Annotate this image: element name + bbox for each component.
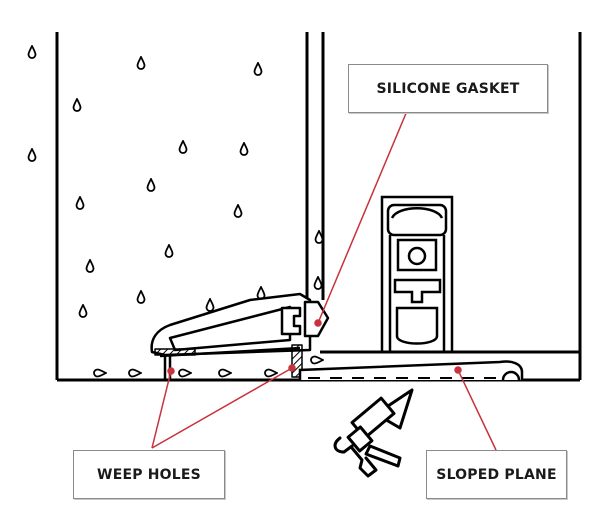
weep-leader-2 <box>151 367 293 449</box>
water-drop-icon <box>93 368 107 378</box>
weep-leader-1 <box>151 370 172 449</box>
water-drop-icon <box>178 368 192 378</box>
water-drop-icon <box>136 56 146 70</box>
gasket-leader <box>317 110 408 324</box>
water-drop-icon <box>313 276 323 290</box>
water-drop-icon <box>146 178 156 192</box>
water-drop-icon <box>27 148 37 162</box>
water-drop-icon <box>239 142 249 156</box>
water-drop-icon <box>310 355 324 365</box>
sloped-leader <box>457 369 497 451</box>
water-drop-icon <box>218 368 232 378</box>
sloped-plane <box>298 360 524 381</box>
water-drop-icon <box>72 98 82 112</box>
silicone-gasket <box>303 300 330 338</box>
weep-holes-label: WEEP HOLES <box>73 450 225 499</box>
water-drop-icon <box>233 204 243 218</box>
water-drop-icon <box>85 259 95 273</box>
water-drop-icon <box>164 244 174 258</box>
water-drop-icon <box>264 368 278 378</box>
water-drop-icon <box>27 45 37 59</box>
silicone-gasket-label: SILICONE GASKET <box>348 64 548 113</box>
water-drop-icon <box>78 304 88 318</box>
threshold-sill <box>150 292 330 380</box>
water-drop-icon <box>314 230 324 244</box>
caulking-gun-icon <box>333 388 414 478</box>
water-drop-icon <box>178 140 188 154</box>
callout-leaders <box>151 110 497 451</box>
water-drop-icon <box>253 62 263 76</box>
water-drop-icon <box>205 298 215 312</box>
sloped-plane-label: SLOPED PLANE <box>426 450 567 499</box>
water-drop-icon <box>128 368 142 378</box>
water-drop-icon <box>75 196 85 210</box>
water-drop-icon <box>136 290 146 304</box>
door-bottom-seal <box>380 195 454 352</box>
